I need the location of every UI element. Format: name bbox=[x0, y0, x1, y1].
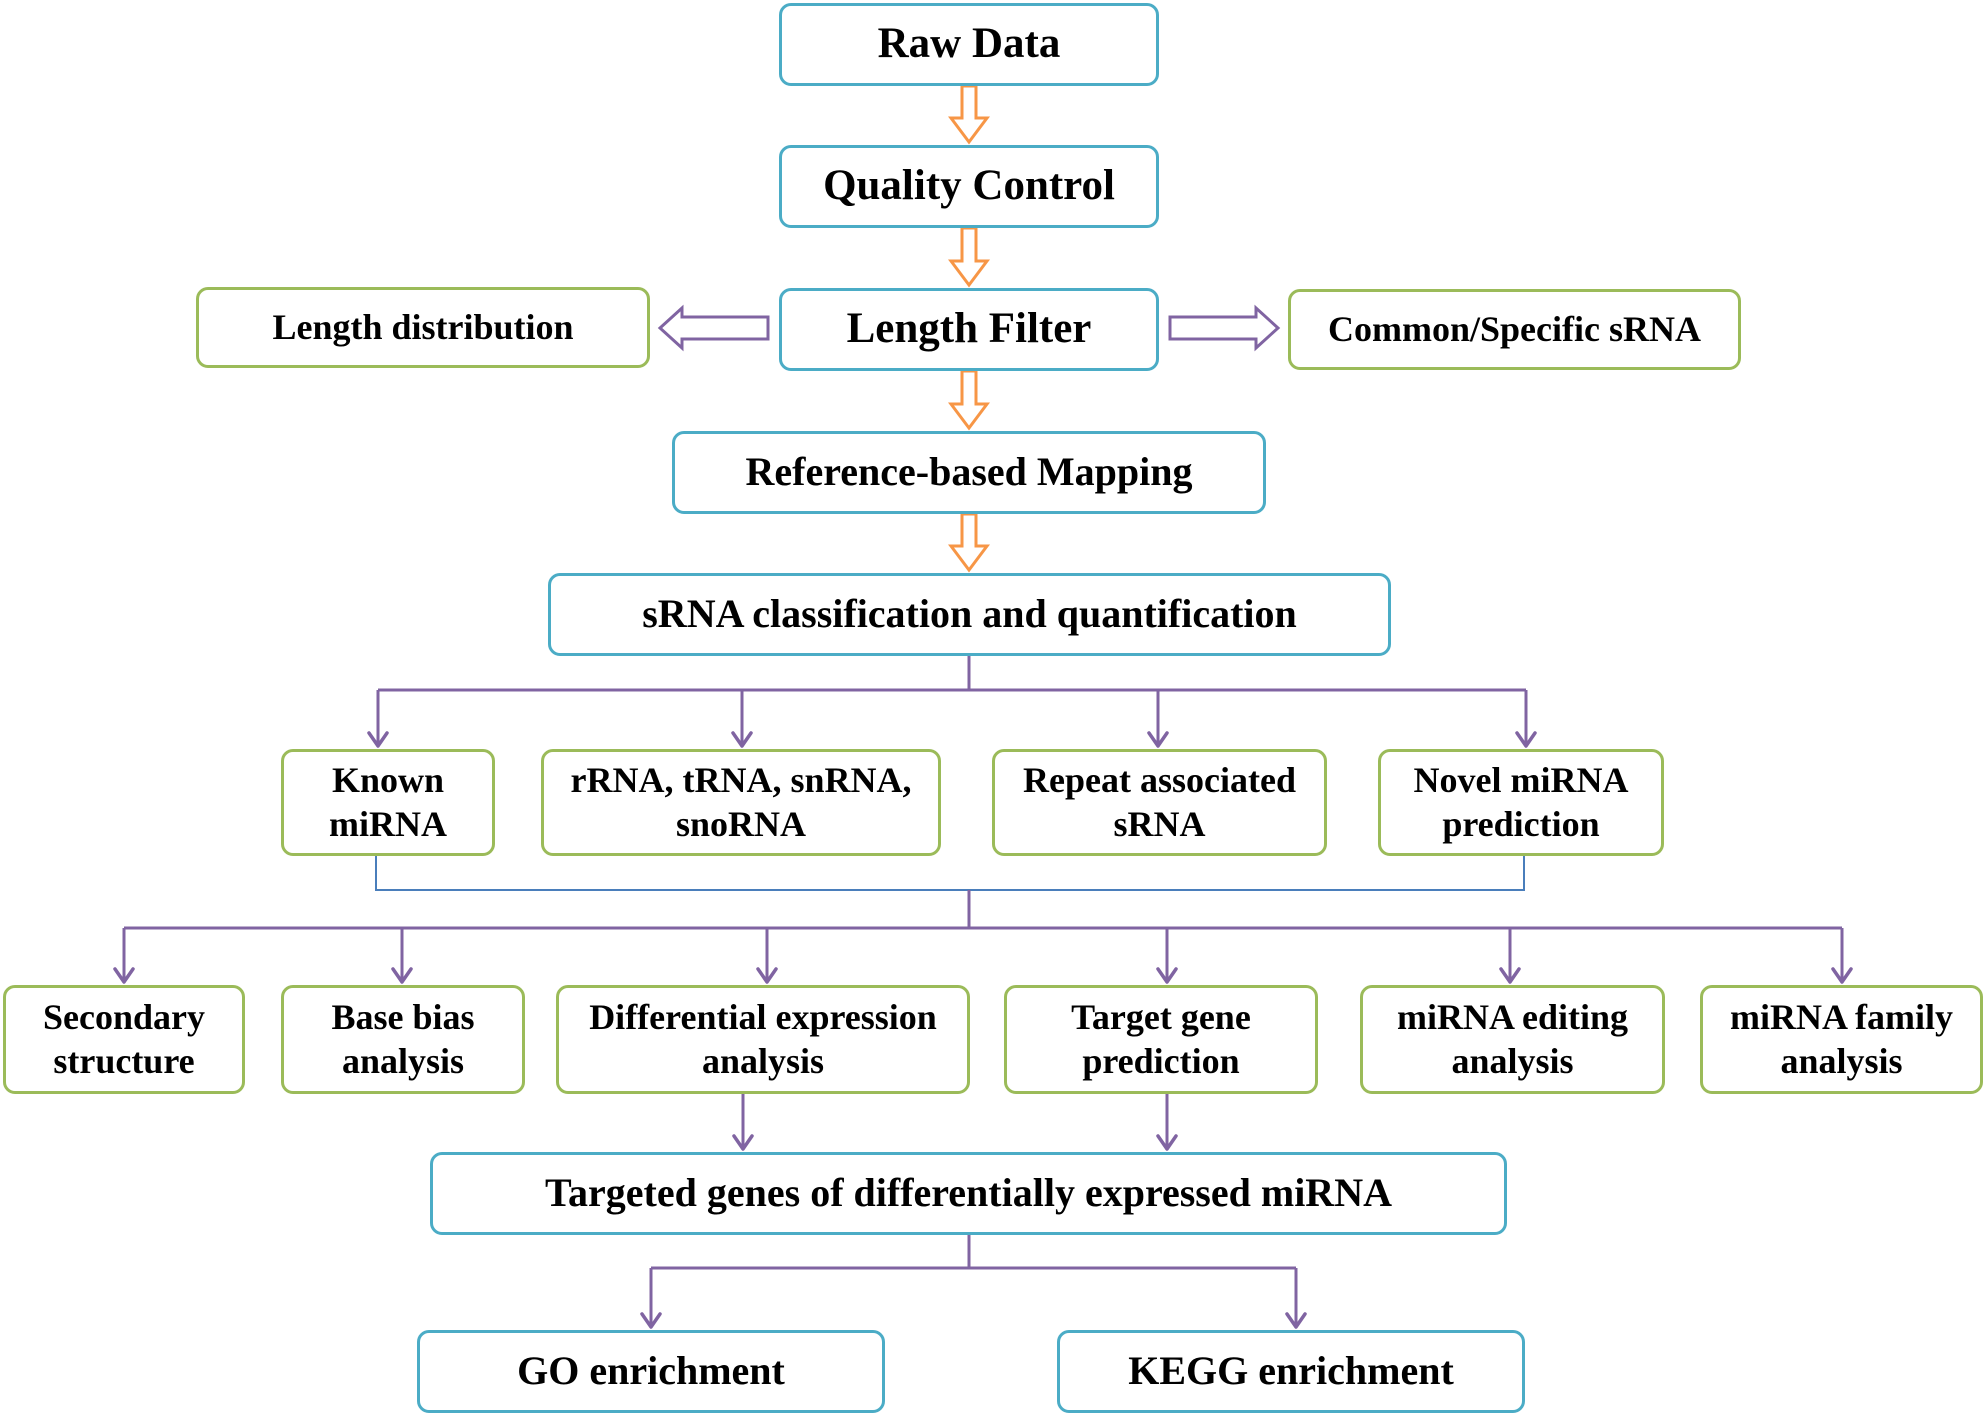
arrowhead-to-kegg bbox=[1285, 1312, 1307, 1329]
repeat-associated-srna-box: Repeat associated sRNA bbox=[992, 749, 1327, 856]
rrna-trna-snrna-snorna-box: rRNA, tRNA, snRNA, snoRNA bbox=[541, 749, 941, 856]
arrowhead-to-known bbox=[367, 731, 389, 748]
arrow-mapping-to-classification bbox=[948, 512, 990, 573]
raw-data-box: Raw Data bbox=[779, 3, 1159, 86]
quality-control-box: Quality Control bbox=[779, 145, 1159, 228]
length-filter-box: Length Filter bbox=[779, 288, 1159, 371]
arrowhead-to-secondary bbox=[113, 967, 135, 984]
arrowhead-to-novel bbox=[1515, 731, 1537, 748]
arrowhead-to-target-gene bbox=[1156, 967, 1178, 984]
arrow-filter-to-common-specific bbox=[1168, 304, 1281, 352]
go-enrichment-box: GO enrichment bbox=[417, 1330, 885, 1413]
arrowhead-to-go bbox=[640, 1312, 662, 1329]
differential-expression-box: Differential expression analysis bbox=[556, 985, 970, 1094]
secondary-structure-box: Secondary structure bbox=[3, 985, 245, 1094]
arrowhead-to-editing bbox=[1499, 967, 1521, 984]
classification-box: sRNA classification and quantification bbox=[548, 573, 1391, 656]
length-distribution-box: Length distribution bbox=[196, 287, 650, 368]
arrowhead-to-repeat bbox=[1147, 731, 1169, 748]
known-mirna-box: Known miRNA bbox=[281, 749, 495, 856]
arrow-filter-to-length-distribution bbox=[657, 304, 770, 352]
novel-mirna-prediction-box: Novel miRNA prediction bbox=[1378, 749, 1664, 856]
join-known-novel bbox=[375, 856, 1525, 891]
arrowhead-target-to-targeted bbox=[1156, 1134, 1178, 1151]
arrowhead-to-differential bbox=[756, 967, 778, 984]
arrow-qc-to-filter bbox=[948, 226, 990, 288]
arrowhead-to-rrna bbox=[731, 731, 753, 748]
arrow-raw-to-qc bbox=[948, 84, 990, 145]
arrowhead-differential-to-targeted bbox=[732, 1134, 754, 1151]
reference-mapping-box: Reference-based Mapping bbox=[672, 431, 1266, 514]
arrow-filter-to-mapping bbox=[948, 369, 990, 431]
kegg-enrichment-box: KEGG enrichment bbox=[1057, 1330, 1525, 1413]
mirna-editing-analysis-box: miRNA editing analysis bbox=[1360, 985, 1665, 1094]
targeted-genes-box: Targeted genes of differentially express… bbox=[430, 1152, 1507, 1235]
mirna-family-analysis-box: miRNA family analysis bbox=[1700, 985, 1983, 1094]
base-bias-analysis-box: Base bias analysis bbox=[281, 985, 525, 1094]
common-specific-srna-box: Common/Specific sRNA bbox=[1288, 289, 1741, 370]
arrowhead-to-family bbox=[1831, 967, 1853, 984]
arrowhead-to-base-bias bbox=[391, 967, 413, 984]
target-gene-prediction-box: Target gene prediction bbox=[1004, 985, 1318, 1094]
